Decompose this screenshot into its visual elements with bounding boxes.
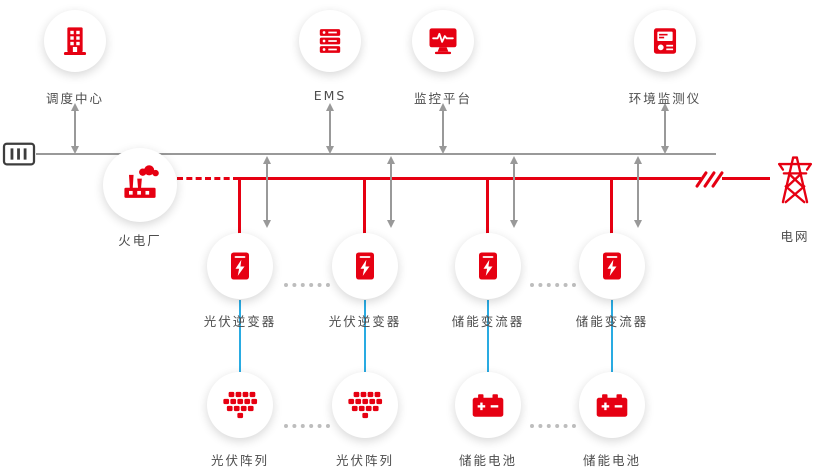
power-drop-pcs1 [486,179,489,234]
environment-monitor-circle [634,10,696,72]
node-label: 监控平台 [413,91,472,106]
node-ems: EMS [270,10,390,103]
node-pv-array-2: 光伏阵列 [305,372,425,469]
node-label: 电网 [780,229,810,244]
gateway-meter-icon [2,142,36,166]
node-pv-inverter-2: 光伏逆变器 [305,233,425,330]
node-label: 光伏逆变器 [203,314,277,329]
pv-array-circle [207,372,273,438]
monitoring-platform-circle [412,10,474,72]
bidirectional-arrow-env [661,103,669,154]
node-power-grid: 电网 [735,150,837,245]
power-bus-line [238,177,701,180]
bidirectional-arrow-inv1 [263,156,271,228]
server-icon [319,29,341,53]
node-pv-array-1: 光伏阵列 [180,372,300,469]
power-bus-dashed-segment [177,177,239,180]
converter-icon [479,252,497,280]
node-label: 储能变流器 [451,314,525,329]
node-storage-battery-2: 储能电池 [552,372,672,469]
node-label: 光伏阵列 [210,453,269,468]
pv-inverter-circle [207,233,273,299]
bidirectional-arrow-monitor [439,103,447,154]
node-label: 光伏逆变器 [328,314,402,329]
power-bus-line-end [722,177,770,180]
node-storage-converter-1: 储能变流器 [428,233,548,330]
power-drop-inv1 [238,179,241,234]
storage-battery-circle [579,372,645,438]
bidirectional-arrow-pcs2 [634,156,642,228]
power-drop-pcs2 [610,179,613,234]
node-thermal-plant: 火电厂 [80,148,200,249]
node-label: 光伏阵列 [335,453,394,468]
node-label: 储能电池 [582,453,641,468]
storage-converter-circle [579,233,645,299]
dc-link-pcs2-bat2 [611,300,613,372]
power-drop-inv2 [363,179,366,234]
solar-array-icon [348,391,383,419]
bidirectional-arrow-dispatch [71,103,79,154]
storage-battery-circle [455,372,521,438]
node-label: 环境监测仪 [628,91,702,106]
node-storage-converter-2: 储能变流器 [552,233,672,330]
power-plant-icon [124,165,159,198]
monitor-pulse-icon [429,28,457,55]
storage-converter-circle [455,233,521,299]
solar-array-icon [223,391,258,419]
node-label: 调度中心 [45,91,104,106]
node-environment-monitor: 环境监测仪 [605,10,725,107]
battery-icon [472,394,504,417]
dispatch-center-circle [44,10,106,72]
node-label: 储能变流器 [575,314,649,329]
node-label: 火电厂 [118,233,162,248]
ellipsis-dots [530,424,576,428]
node-pv-inverter-1: 光伏逆变器 [180,233,300,330]
communication-bus-line [36,153,716,155]
battery-icon [596,394,628,417]
ellipsis-dots [284,283,330,287]
bidirectional-arrow-ems [326,103,334,154]
dc-link-pcs1-bat1 [487,300,489,372]
converter-icon [603,252,621,280]
inverter-icon [356,252,374,280]
dc-link-inv1-pv1 [239,300,241,372]
node-storage-battery-1: 储能电池 [428,372,548,469]
inverter-icon [231,252,249,280]
node-dispatch-center: 调度中心 [15,10,135,107]
thermal-plant-circle [103,148,177,222]
env-monitor-icon [653,28,677,54]
building-icon [63,27,87,56]
pv-array-circle [332,372,398,438]
ems-circle [299,10,361,72]
pv-inverter-circle [332,233,398,299]
node-label: 储能电池 [458,453,517,468]
bidirectional-arrow-pcs1 [510,156,518,228]
transmission-tower-icon [778,156,812,204]
ellipsis-dots [530,283,576,287]
node-label: EMS [313,88,347,103]
node-monitoring-platform: 监控平台 [383,10,503,107]
bidirectional-arrow-inv2 [387,156,395,228]
ellipsis-dots [284,424,330,428]
dc-link-inv2-pv2 [364,300,366,372]
